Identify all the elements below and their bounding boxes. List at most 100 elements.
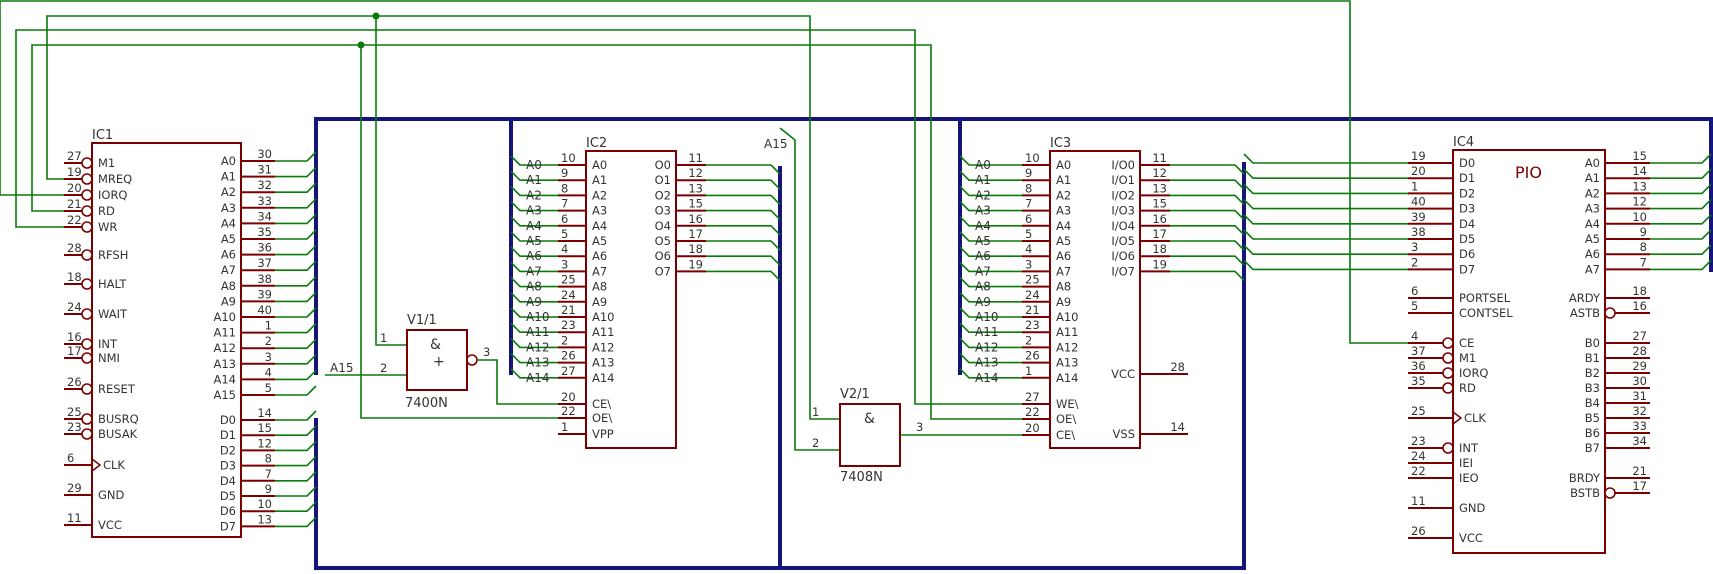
- ic1-pin-halt-label: HALT: [98, 277, 127, 291]
- ic1-pin-int-inversion-bubble: [81, 338, 93, 350]
- ic3-net-a13: A13: [975, 356, 998, 370]
- ic2-pin-o4-number: 16: [688, 212, 703, 226]
- ic1-pin-a3-label: A3: [221, 201, 236, 215]
- ic3-wire-a8: [959, 277, 1022, 288]
- ic2-pin-a4-number: 6: [561, 212, 568, 226]
- ic3-pin-i-o2-label: I/O2: [1111, 188, 1135, 202]
- ic4-wire-d7: [1243, 259, 1408, 271]
- ic4-pin-a1-label: A1: [1585, 171, 1600, 185]
- ic4-wire-a7: [1650, 259, 1712, 271]
- ic1-pin-a8-label: A8: [221, 279, 236, 293]
- ic3-wire-a14: [959, 368, 1022, 379]
- ic1-wire-d6: [275, 501, 317, 512]
- ic4-pin-bstb-inversion-bubble: [1604, 487, 1616, 499]
- ic2-pin-a10-number: 21: [561, 303, 576, 317]
- ic3-wire-a11: [959, 322, 1022, 333]
- ic1-wire-a5: [275, 229, 317, 240]
- gate-v1-title: V1/1: [407, 313, 437, 328]
- ic4-pin-d0-number: 19: [1411, 149, 1426, 163]
- ic2-net-a0: A0: [526, 158, 542, 172]
- ic4-pin-portsel-number: 6: [1411, 284, 1418, 298]
- ic2-pin-a9-number: 24: [561, 288, 576, 302]
- ic1-pin-a12-number: 2: [265, 334, 272, 348]
- ic3-pin-i-o1-number: 12: [1152, 166, 1167, 180]
- ic2-wire-a11: [510, 322, 558, 333]
- ic1-pin-a14-label: A14: [213, 372, 236, 386]
- ic1-pin-wr-label: WR: [98, 220, 117, 234]
- ic3-pin-a2-number: 8: [1025, 181, 1032, 195]
- ic3-pin-i-o5-label: I/O5: [1111, 234, 1135, 248]
- ic1-wire-a14: [275, 369, 317, 381]
- ic1-pin-a7-label: A7: [221, 263, 236, 277]
- ic4-pin-d3-number: 40: [1411, 195, 1426, 209]
- ic1-wire-d2: [275, 440, 317, 452]
- ic4-pin-b2-label: B2: [1585, 366, 1600, 380]
- ic2-pin-o2-number: 13: [688, 181, 703, 195]
- wire-gate1-out: [478, 359, 586, 405]
- ic2-pin-o6-number: 18: [688, 242, 703, 256]
- ic1-wire-a13: [275, 354, 317, 365]
- ic2-pin-a2-number: 8: [561, 181, 568, 195]
- ic1-pin-a10-number: 40: [257, 303, 272, 317]
- ic1-pin-d3-label: D3: [220, 459, 236, 473]
- ic2-pin-o3-label: O3: [655, 204, 671, 218]
- ic1-pin-a0-label: A0: [221, 154, 236, 168]
- ic4-pin-a6: 8A6: [1585, 240, 1650, 261]
- ic4-wire-a1: [1650, 168, 1712, 179]
- ic4-pin-clk-clock-symbol: [1452, 411, 1463, 425]
- ic3-pin-we-number: 27: [1025, 390, 1040, 404]
- net-label-a15-left: A15: [330, 361, 353, 375]
- ic1-pin-nmi-number: 17: [67, 344, 82, 358]
- junction-rd: [357, 41, 365, 49]
- ic1-body: [91, 142, 242, 538]
- ic1-pin-nmi-label: NMI: [98, 351, 120, 365]
- ic2-pin-a8-number: 25: [561, 273, 576, 287]
- ic3-pin-a6-number: 4: [1025, 242, 1032, 256]
- ic4-wire-d5: [1243, 229, 1408, 240]
- ic4-pin-a5-number: 9: [1640, 225, 1647, 239]
- ic4-pin-m1-number: 37: [1411, 344, 1426, 358]
- ic2-pin-o5-number: 17: [688, 227, 703, 241]
- buses: [314, 117, 1713, 570]
- ic4-pin-d6-label: D6: [1459, 247, 1475, 261]
- ic3-net-a0: A0: [975, 158, 991, 172]
- ic1-wire-a4: [275, 213, 317, 225]
- ic3-wire-i-o0: [1170, 164, 1245, 175]
- gate-v1-pin2: 2: [380, 361, 387, 375]
- ic4-pin-a7: 7A7: [1585, 255, 1650, 276]
- ic3-pin-a9-label: A9: [1056, 295, 1071, 309]
- ic1-pin-reset-label: RESET: [98, 382, 136, 396]
- ic1-pin-a15-number: 5: [265, 381, 272, 395]
- ic1-pin-a14-number: 4: [265, 365, 272, 379]
